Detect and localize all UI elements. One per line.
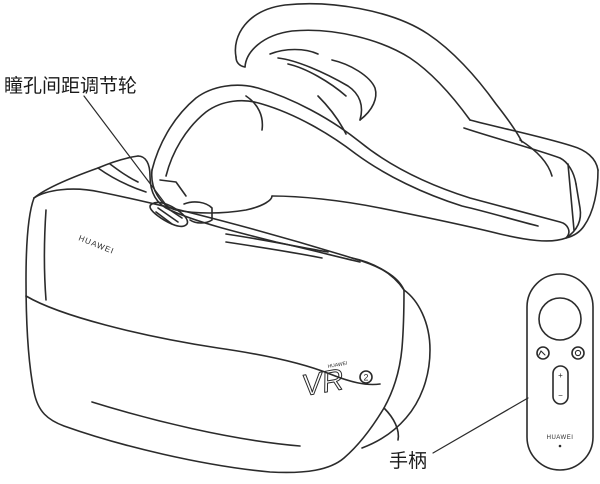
vr-logo-letters: VR [299, 363, 346, 403]
controller-label: 手柄 [389, 450, 428, 472]
ipd-wheel-leader-line [83, 95, 171, 211]
front-clip [159, 179, 213, 224]
vr-logo-huawei-small: HUAWEI [327, 361, 348, 370]
controller-minus-label: − [558, 391, 563, 400]
controller-plus-label: + [558, 371, 563, 380]
rear-strap [463, 119, 599, 239]
controller-home-button-icon [571, 346, 585, 360]
vr-logo-number: 2 [363, 373, 368, 383]
top-strap [234, 2, 523, 143]
ipd-wheel-label: 瞳孔间距调节轮 [4, 75, 138, 97]
controller-volume-rocker [552, 365, 569, 405]
headset-front [25, 188, 431, 474]
strap-inner-pad [277, 57, 377, 135]
controller-back-button-icon [536, 346, 550, 360]
vr-logo: HUAWEI VR 2 [299, 361, 373, 403]
controller-huawei-logo: HUAWEI [547, 435, 574, 441]
headset-huawei-logo: HUAWEI [77, 234, 115, 256]
forehead-pad [151, 84, 570, 242]
controller-leader-line [432, 397, 529, 454]
headset-top-deck [33, 155, 361, 263]
controller-indicator-light [558, 444, 562, 448]
ipd-adjustment-wheel [149, 201, 189, 228]
controller: + − HUAWEI [526, 273, 594, 471]
